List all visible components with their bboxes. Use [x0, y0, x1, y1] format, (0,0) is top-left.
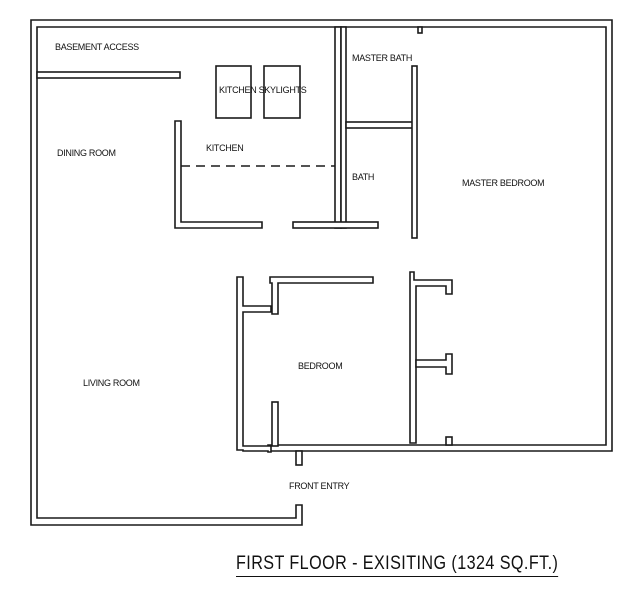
bedroom-west-wall	[236, 276, 272, 453]
label-living-room: LIVING ROOM	[83, 378, 140, 388]
outer-wall	[30, 19, 613, 526]
master-bedroom-west-wall	[411, 65, 418, 239]
closet-stub-right	[415, 353, 453, 375]
master-bath-south-wall	[345, 121, 417, 129]
basement-wall	[36, 71, 181, 79]
label-bedroom: BEDROOM	[298, 361, 343, 371]
wall-stub	[445, 436, 453, 446]
label-kitchen: KITCHEN	[206, 143, 244, 153]
plan-title: FIRST FLOOR - EXISITING (1324 SQ.FT.)	[236, 553, 559, 577]
label-kitchen-skylights: KITCHEN SKYLIGHTS	[219, 85, 307, 95]
label-basement-access: BASEMENT ACCESS	[55, 42, 139, 52]
kitchen-east-wall	[334, 26, 342, 229]
label-master-bath: MASTER BATH	[352, 53, 413, 63]
bedroom-east-wall	[409, 271, 453, 444]
skylight-1	[215, 65, 252, 119]
label-master-bedroom: MASTER BEDROOM	[462, 178, 545, 188]
bedroom-closet-lower	[271, 401, 279, 447]
skylight-2	[263, 65, 301, 119]
wall-stub	[417, 26, 423, 34]
bedroom-closet-top	[269, 276, 374, 315]
label-front-entry: FRONT ENTRY	[289, 481, 350, 491]
kitchen-west-wall	[174, 120, 263, 229]
label-bath: BATH	[352, 172, 375, 182]
entry-stub	[295, 450, 303, 466]
kitchen-south-wall	[292, 221, 379, 229]
label-dining-room: DINING ROOM	[57, 148, 116, 158]
